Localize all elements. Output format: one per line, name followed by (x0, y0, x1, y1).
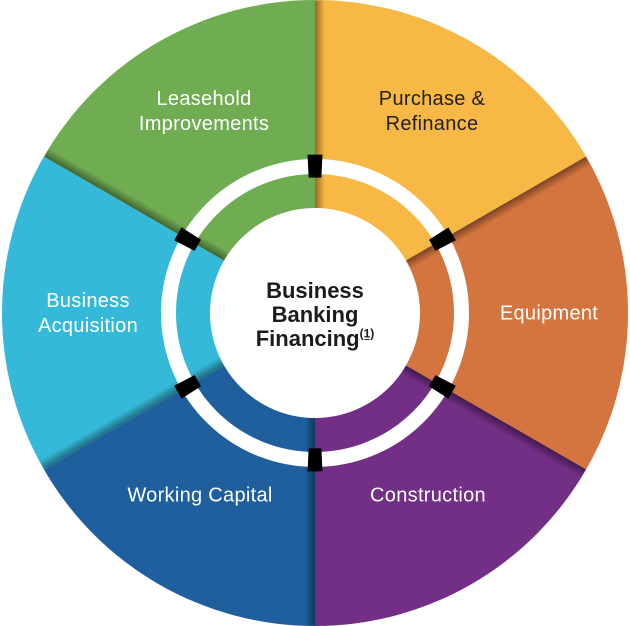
divider-tick (429, 375, 456, 399)
divider-tick (307, 448, 323, 472)
divider-tick (174, 227, 201, 251)
segment-equipment (315, 156, 629, 470)
divider-tick (429, 227, 456, 251)
segment-business-acquisition (1, 156, 316, 470)
center-circle (210, 208, 420, 418)
divider-tick (307, 154, 323, 178)
divider-tick (174, 375, 201, 399)
